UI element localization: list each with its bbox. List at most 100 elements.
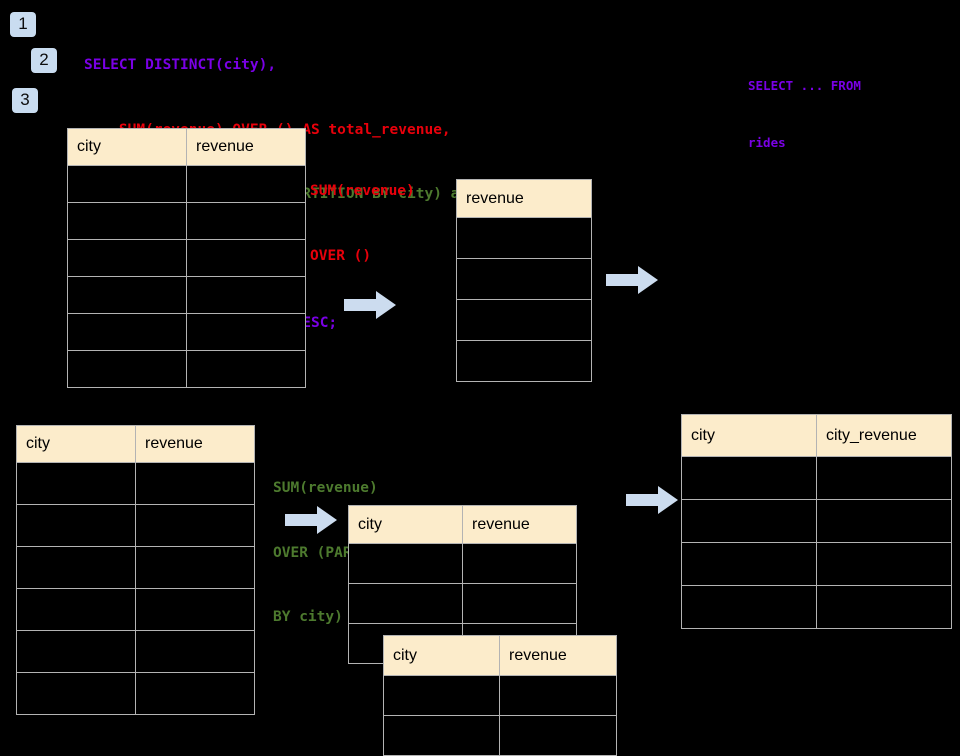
table-row (16, 462, 255, 505)
table-header-row: city revenue (348, 505, 577, 544)
cell-city (16, 672, 136, 715)
table-row (348, 543, 577, 584)
table-row (16, 588, 255, 631)
table-row (681, 456, 952, 500)
step-badge-2: 2 (31, 48, 57, 73)
table-row (16, 630, 255, 673)
cell-revenue (186, 165, 306, 203)
cell-revenue (456, 340, 592, 382)
cell-city (681, 542, 817, 586)
cell-city (67, 239, 187, 277)
table-header-row: city revenue (383, 635, 617, 676)
table-row (67, 276, 306, 314)
cell-city (16, 546, 136, 589)
annotation-total-revenue-line-1: SUM(revenue) (310, 183, 415, 199)
cell-city (67, 165, 187, 203)
cell-revenue (456, 258, 592, 300)
cell-revenue (186, 276, 306, 314)
table-row (681, 499, 952, 543)
partition-group-front-table: city revenue (383, 635, 617, 756)
table-row (681, 542, 952, 586)
result-table: city city_revenue (681, 414, 952, 629)
table-row (67, 165, 306, 203)
table-header-row: city revenue (67, 128, 306, 166)
annotation-total-revenue-line-2: OVER () (310, 247, 372, 264)
rides-source-top-table: city revenue (67, 128, 306, 388)
cell-city (16, 504, 136, 547)
column-header-city-revenue: city_revenue (816, 414, 952, 457)
cell-revenue (499, 715, 617, 756)
arrow-total-to-result (606, 265, 658, 295)
snippet-line-2: rides (748, 135, 786, 150)
table-row (16, 504, 255, 547)
column-header-revenue: revenue (456, 179, 592, 218)
table-row (383, 715, 617, 756)
step-badge-3: 3 (12, 88, 38, 113)
table-row (348, 583, 577, 624)
annotation-total-revenue: SUM(revenue) OVER () (310, 138, 415, 310)
sql-line-select: SELECT DISTINCT(city), (84, 57, 277, 73)
arrow-partition-to-result (626, 485, 678, 515)
cell-city (67, 313, 187, 351)
table-row (456, 340, 592, 382)
table-row (16, 672, 255, 715)
diagram-canvas: 1 2 3 SELECT DISTINCT(city), SUM(revenue… (10, 12, 952, 756)
cell-revenue (456, 217, 592, 259)
cell-revenue (462, 543, 577, 584)
column-header-city: city (348, 505, 463, 544)
cell-revenue (135, 630, 255, 673)
cell-revenue (135, 588, 255, 631)
table-row (67, 239, 306, 277)
cell-revenue (135, 504, 255, 547)
cell-revenue (186, 313, 306, 351)
cell-city (67, 350, 187, 388)
cell-city-revenue (816, 499, 952, 543)
cell-city (681, 585, 817, 629)
rides-source-bottom-table: city revenue (16, 425, 255, 715)
cell-city (681, 456, 817, 500)
cell-revenue (135, 672, 255, 715)
step-badge-1: 1 (10, 12, 36, 37)
column-header-revenue: revenue (135, 425, 255, 463)
cell-city (348, 543, 463, 584)
cell-revenue (462, 583, 577, 624)
cell-city (383, 715, 500, 756)
cell-city (348, 583, 463, 624)
total-revenue-table: revenue (456, 179, 592, 382)
table-row (67, 350, 306, 388)
column-header-revenue: revenue (462, 505, 577, 544)
column-header-city: city (383, 635, 500, 676)
column-header-city: city (67, 128, 187, 166)
cell-revenue (135, 546, 255, 589)
table-row (383, 675, 617, 716)
cell-city (67, 202, 187, 240)
column-header-revenue: revenue (499, 635, 617, 676)
cell-city (16, 588, 136, 631)
cell-revenue (186, 239, 306, 277)
table-row (456, 258, 592, 300)
cell-city-revenue (816, 585, 952, 629)
cell-revenue (499, 675, 617, 716)
column-header-revenue: revenue (186, 128, 306, 166)
cell-city-revenue (816, 456, 952, 500)
table-row (16, 546, 255, 589)
column-header-city: city (16, 425, 136, 463)
sql-snippet-select-from: SELECT ... FROM rides (748, 38, 861, 190)
table-row (67, 202, 306, 240)
cell-revenue (135, 462, 255, 505)
table-row (456, 217, 592, 259)
arrow-source-to-total (344, 290, 396, 320)
arrow-source-to-partition (285, 505, 337, 535)
table-header-row: revenue (456, 179, 592, 218)
cell-revenue (186, 202, 306, 240)
cell-revenue (456, 299, 592, 341)
annotation-city-revenue-line-3: BY city) (273, 609, 343, 625)
cell-city (67, 276, 187, 314)
cell-city (383, 675, 500, 716)
cell-city-revenue (816, 542, 952, 586)
snippet-line-1: SELECT ... FROM (748, 78, 861, 93)
table-row (681, 585, 952, 629)
column-header-city: city (681, 414, 817, 457)
cell-city (16, 462, 136, 505)
cell-revenue (186, 350, 306, 388)
